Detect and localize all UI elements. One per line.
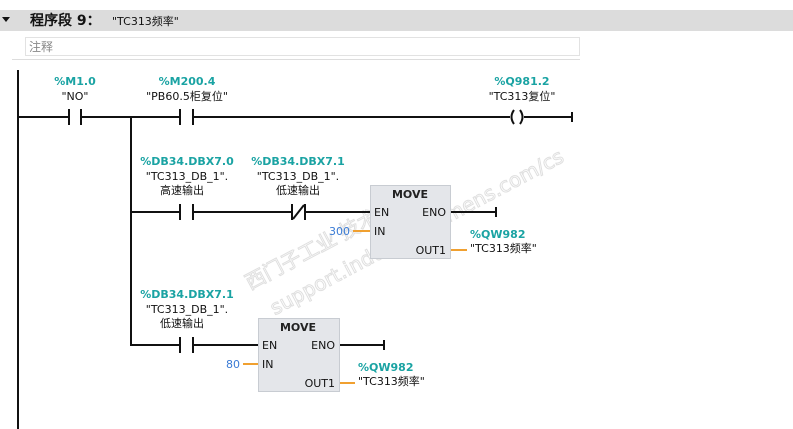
svg-text:OUT1: OUT1 — [416, 244, 446, 257]
contact-nc-db34-dbx7-1[interactable] — [291, 204, 306, 220]
move-out-symbol: "TC313频率" — [358, 374, 425, 388]
move-block-2[interactable]: MOVE EN ENO IN OUT1 — [258, 318, 340, 392]
contact-address: %M200.4 — [159, 75, 216, 88]
collapse-triangle-icon[interactable] — [2, 17, 10, 22]
contact-symbol: "TC313_DB_1". — [257, 170, 339, 183]
coil-symbol: "TC313复位" — [489, 89, 556, 103]
move-block-1[interactable]: MOVE EN ENO IN OUT1 — [370, 185, 451, 259]
contact-member: 低速输出 — [276, 183, 320, 197]
svg-text:ENO: ENO — [422, 206, 446, 219]
svg-text:IN: IN — [262, 358, 273, 371]
move-out-address[interactable]: %QW982 — [470, 228, 525, 241]
rung-1: %M1.0 "NO" %M200.4 "PB60.5柜复位" %Q981.2 "… — [18, 75, 573, 346]
coil-q981-2[interactable] — [510, 109, 524, 125]
contact-symbol: "NO" — [61, 90, 88, 103]
contact-symbol: "TC313_DB_1". — [146, 170, 228, 183]
contact-member: 高速输出 — [160, 183, 204, 197]
contact-m200-4[interactable] — [179, 109, 194, 125]
svg-text:MOVE: MOVE — [392, 188, 428, 201]
contact-db34-dbx7-1[interactable] — [179, 337, 194, 353]
svg-text:IN: IN — [374, 225, 385, 238]
rung-2: %DB34.DBX7.0 "TC313_DB_1". 高速输出 %DB34.DB… — [131, 155, 537, 259]
coil-address: %Q981.2 — [494, 75, 549, 88]
network-header[interactable] — [0, 10, 793, 31]
contact-symbol: "PB60.5柜复位" — [146, 89, 228, 103]
move-in-value[interactable]: 80 — [226, 358, 240, 371]
svg-text:OUT1: OUT1 — [305, 377, 335, 390]
network-number: 程序段 9： — [30, 12, 101, 29]
contact-member: 低速输出 — [160, 316, 204, 330]
network-title[interactable]: "TC313频率" — [112, 14, 179, 28]
svg-text:ENO: ENO — [311, 339, 335, 352]
contact-address: %DB34.DBX7.1 — [140, 288, 234, 301]
contact-address: %DB34.DBX7.0 — [140, 155, 234, 168]
comment-placeholder: 注释 — [29, 39, 53, 54]
comment-field[interactable] — [25, 37, 580, 56]
contact-no-m1-0[interactable] — [68, 109, 82, 125]
rung-3: %DB34.DBX7.1 "TC313_DB_1". 低速输出 MOVE EN … — [131, 288, 425, 392]
contact-address: %M1.0 — [54, 75, 96, 88]
svg-text:EN: EN — [374, 206, 389, 219]
move-out-symbol: "TC313频率" — [470, 241, 537, 255]
move-out-address[interactable]: %QW982 — [358, 361, 413, 374]
contact-db34-dbx7-0[interactable] — [179, 204, 194, 220]
svg-text:EN: EN — [262, 339, 277, 352]
contact-symbol: "TC313_DB_1". — [146, 303, 228, 316]
move-in-value[interactable]: 300 — [329, 225, 350, 238]
contact-address: %DB34.DBX7.1 — [251, 155, 345, 168]
svg-text:MOVE: MOVE — [280, 321, 316, 334]
